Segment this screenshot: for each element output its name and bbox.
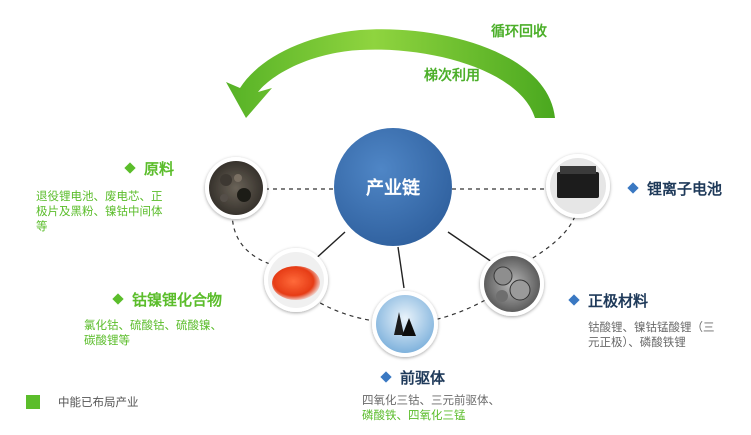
diamond-bullet-icon [568,294,580,306]
connector-cathode [447,231,493,263]
battery-title: 锂离子电池 [627,178,723,199]
diamond-bullet-icon [112,293,124,305]
desc-line: 元正极）、磷酸铁锂 [588,335,686,349]
battery-title-text: 锂离子电池 [647,180,723,198]
center-label: 产业链 [366,178,420,199]
precursor-desc: 四氧化三钴、三元前驱体、 磷酸铁、四氧化三锰 [362,393,542,423]
raw-materials-desc: 退役锂电池、废电芯、正 极片及黑粉、镍钴中间体 等 [36,189,196,234]
raw-materials-image [205,157,267,219]
desc-line: 极片及黑粉、镍钴中间体 [36,204,163,218]
precursor-title-text: 前驱体 [400,369,446,387]
legend-label: 中能已布局产业 [58,395,139,409]
precursor-title: 前驱体 [380,367,446,388]
cobalt-compound-image [264,248,328,312]
cathode-material-desc: 钴酸锂、镍钴锰酸锂（三 元正极）、磷酸铁锂 [588,320,748,350]
battery-image [546,154,610,218]
desc-line: 氯化钴、硫酸钴、硫酸镍、 [84,318,222,332]
desc-line: 等 [36,219,48,233]
cascade-use-label: 梯次利用 [424,68,480,84]
diamond-bullet-icon [627,182,639,194]
cathode-material-title-text: 正极材料 [588,292,649,310]
raw-materials-title: 原料 [124,158,175,179]
cobalt-compound-title-text: 钴镍锂化合物 [132,291,223,309]
desc-line: 磷酸铁、四氧化三锰 [362,408,466,422]
desc-line: 退役锂电池、废电芯、正 [36,189,163,203]
recycle-label: 循环回收 [491,24,547,40]
cobalt-compound-desc: 氯化钴、硫酸钴、硫酸镍、 碳酸锂等 [84,318,254,348]
desc-line: 碳酸锂等 [84,333,130,347]
desc-line: 钴酸锂、镍钴锰酸锂（三 [588,320,715,334]
raw-materials-title-text: 原料 [144,160,175,178]
cathode-material-image [480,252,544,316]
center-circle [334,128,452,246]
dashed-ring [231,185,580,325]
cobalt-compound-title: 钴镍锂化合物 [112,289,223,310]
diamond-bullet-icon [124,162,136,174]
legend-swatch [26,395,40,409]
cycle-arrow [226,29,555,118]
cathode-material-title: 正极材料 [568,290,649,311]
connector-precursor [397,246,405,289]
desc-line: 四氧化三钴、三元前驱体、 [362,393,500,407]
precursor-image [372,291,438,357]
diamond-bullet-icon [380,371,392,383]
